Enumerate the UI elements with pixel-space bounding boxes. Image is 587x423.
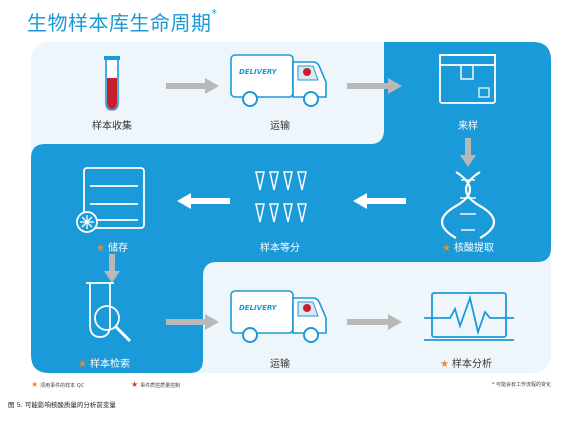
- truck-label: DELIVERY: [239, 304, 278, 312]
- arrow-transport-to-receive: [347, 78, 402, 94]
- delivery-truck-icon: DELIVERY: [230, 54, 327, 107]
- truck-label: DELIVERY: [239, 68, 278, 76]
- arrow-transport-to-analyze: [347, 314, 402, 330]
- step-label-transport-2: 运输: [270, 359, 290, 370]
- arrow-retrieve-to-transport: [166, 314, 219, 330]
- freezer-icon: [76, 167, 145, 233]
- arrow-extract-to-aliquot: [353, 193, 406, 209]
- aliquot-tubes-icon: [255, 171, 307, 223]
- arrow-collect-to-transport: [166, 78, 219, 94]
- footnote: * 可能会有工作流程的变化: [491, 382, 551, 388]
- step-label-transport-1: 运输: [270, 121, 290, 132]
- legend-orange-star: ★须用事件的样本 QC: [31, 380, 85, 389]
- step-label-collect: 样本收集: [92, 121, 132, 132]
- qc-star-icon: ★: [442, 243, 451, 254]
- qc-star-icon: ★: [78, 359, 87, 370]
- package-icon: [439, 54, 496, 104]
- test-tube-icon: [104, 56, 120, 111]
- legend-red-star: ★事件质控质量控制: [131, 380, 181, 389]
- step-label-store: ★储存: [96, 243, 128, 254]
- step-label-receive: 来样: [458, 121, 478, 132]
- orange-star-icon: ★: [31, 380, 39, 389]
- arrow-aliquot-to-store: [177, 193, 230, 209]
- step-label-analyze: ★样本分析: [440, 359, 492, 370]
- step-label-retrieve: ★样本检索: [78, 359, 130, 370]
- red-star-icon: ★: [131, 380, 139, 389]
- tube-magnifier-icon: [86, 282, 132, 343]
- dna-icon: [440, 171, 496, 239]
- qc-star-icon: ★: [440, 359, 449, 370]
- qc-star-icon: ★: [96, 243, 105, 254]
- figure-caption: 图 5. 可能影响核酸质量的分析前变量: [8, 401, 116, 409]
- arrow-store-to-retrieve: [104, 254, 120, 283]
- step-label-aliquot: 样本等分: [260, 243, 300, 254]
- delivery-truck-icon: DELIVERY: [230, 290, 327, 343]
- arrow-receive-to-extract: [460, 138, 476, 167]
- step-label-extract: ★核酸提取: [442, 243, 494, 254]
- page-title: 生物样本库生命周期*: [27, 7, 218, 35]
- monitor-waveform-icon: [424, 292, 514, 341]
